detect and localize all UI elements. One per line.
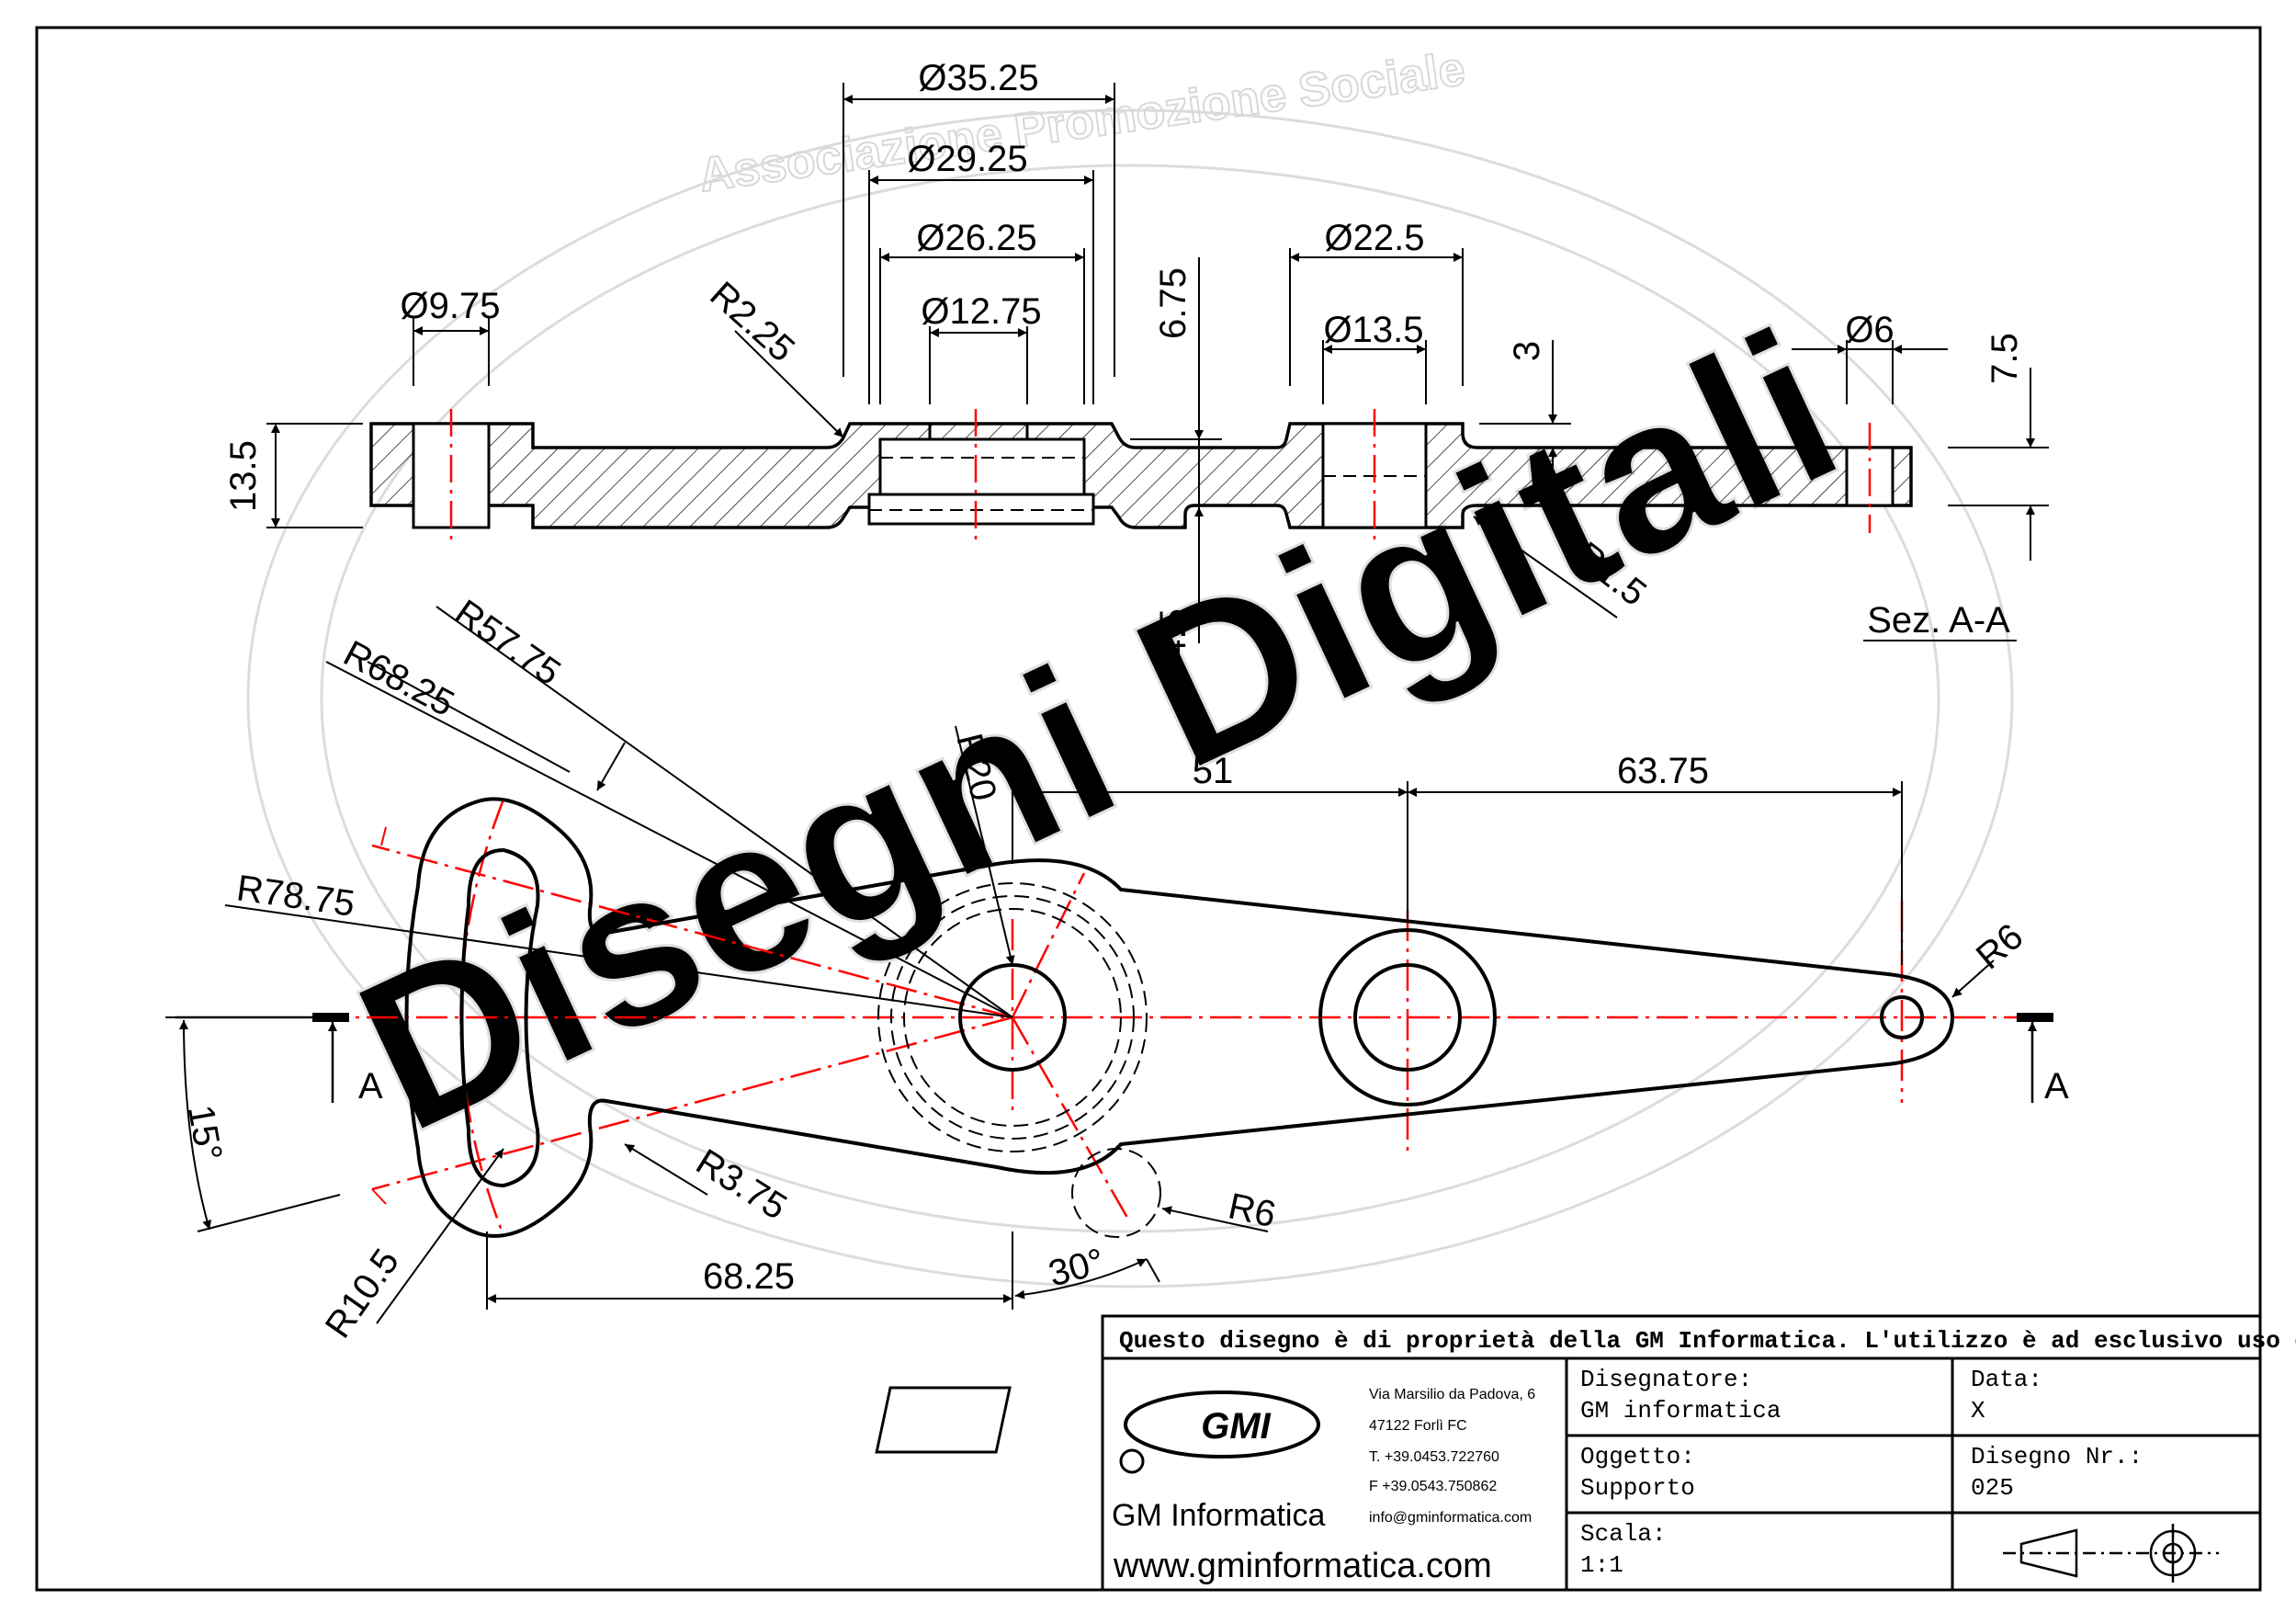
company-website: www.gminformatica.com	[1113, 1547, 1492, 1585]
watermark-association: Associazione Promozione Sociale	[696, 42, 1468, 202]
dim-d13-5: Ø13.5	[1324, 310, 1424, 350]
dim-d35-25: Ø35.25	[918, 58, 1038, 98]
section-label: Sez. A-A	[1867, 600, 2010, 641]
dim-h6-75: 6.75	[1153, 267, 1193, 339]
title-block-header: Questo disegno è di proprietà della GM I…	[1119, 1327, 2296, 1355]
dim-l63-75: 63.75	[1617, 751, 1709, 791]
dim-d22-5: Ø22.5	[1325, 218, 1425, 258]
section-view: Ø35.25 Ø29.25 Ø26.25 Ø12.75 Ø9.75 Ø22.5 …	[223, 58, 2049, 660]
end-hole	[1880, 995, 1924, 1039]
dim-d6: Ø6	[1845, 310, 1894, 350]
dim-l51: 51	[1193, 751, 1234, 791]
scale-label: Scala:	[1580, 1520, 1667, 1548]
dim-h13-5: 13.5	[223, 440, 264, 512]
company-city: 47122 Forlì FC	[1369, 1418, 1467, 1434]
dim-d26-25: Ø26.25	[916, 218, 1036, 258]
curved-slot	[459, 847, 540, 1188]
company-fax: F +39.0543.750862	[1369, 1479, 1497, 1494]
logo-text: GMI	[1201, 1406, 1271, 1447]
watermark-inner-ring	[320, 164, 1940, 1233]
watermark-name: Disegni Digitali	[324, 282, 1872, 1179]
section-profile	[369, 422, 1913, 529]
dim-r68-25: R68.25	[337, 633, 461, 724]
section-marker-right: A	[2044, 1066, 2069, 1107]
dim-d9-75: Ø9.75	[401, 286, 501, 326]
company-address: Via Marsilio da Padova, 6	[1369, 1387, 1535, 1402]
title-block: Questo disegno è di proprietà della GM I…	[875, 1314, 2296, 1592]
dim-r10-5: R10.5	[318, 1242, 407, 1345]
construction-circle-r6	[1071, 1148, 1161, 1238]
dim-l68-25: 68.25	[703, 1256, 795, 1297]
company-phone: T. +39.0453.722760	[1369, 1449, 1499, 1465]
section-marker-left: A	[358, 1066, 383, 1107]
dim-r57-75: R57.75	[447, 592, 568, 693]
dim-h3: 3	[1507, 341, 1547, 361]
dim-d12-75: Ø12.75	[921, 291, 1041, 332]
hub-upper-bore	[878, 437, 1086, 496]
middle-boss-outer	[1318, 928, 1497, 1107]
company-logo: GMI	[875, 1386, 1320, 1474]
drawing-no-label: Disegno Nr.:	[1971, 1443, 2143, 1470]
drawing-no-value: 025	[1971, 1474, 2014, 1502]
middle-boss-hole	[1353, 963, 1462, 1072]
dim-a15: 15°	[180, 1102, 230, 1163]
scale-value: 1:1	[1580, 1551, 1623, 1579]
dim-r6-right: R6	[1969, 916, 2030, 978]
hub-hidden-2	[890, 895, 1135, 1140]
company-name: GM Informatica	[1112, 1498, 1325, 1533]
hub-hidden-1	[903, 908, 1122, 1127]
dim-r6-lower: R6	[1225, 1186, 1279, 1235]
dim-r78-75: R78.75	[234, 868, 357, 925]
date-value: X	[1971, 1397, 1985, 1424]
dim-r2-25: R2.25	[702, 274, 802, 369]
designer-label: Disegnatore:	[1580, 1366, 1752, 1393]
dim-h4-5: 4.5	[1153, 608, 1193, 660]
object-value: Supporto	[1580, 1474, 1695, 1502]
hub-hidden-3	[877, 882, 1148, 1152]
designer-value: GM informatica	[1580, 1397, 1781, 1424]
object-label: Oggetto:	[1580, 1443, 1695, 1470]
date-label: Data:	[1971, 1366, 2042, 1393]
projection-method-icon	[2003, 1524, 2219, 1583]
company-email: info@gminformatica.com	[1369, 1510, 1532, 1526]
dim-h7-5: 7.5	[1985, 333, 2025, 384]
part-outline	[404, 797, 1955, 1238]
dim-d29-25: Ø29.25	[907, 139, 1027, 179]
